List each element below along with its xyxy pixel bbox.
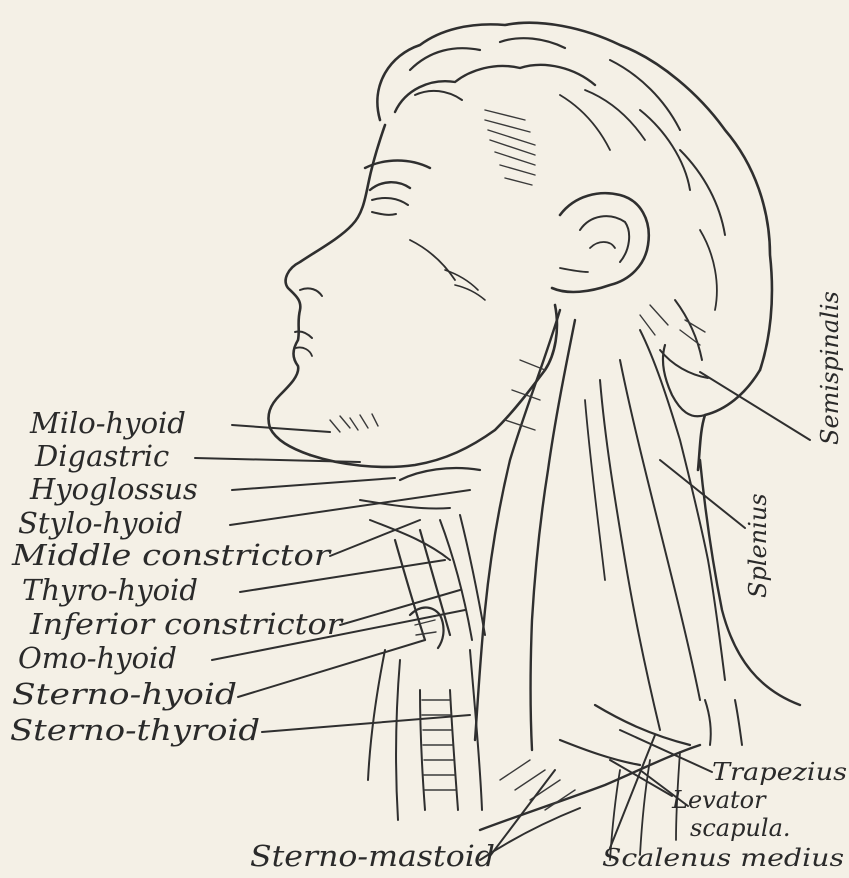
label-trapezius: Trapezius <box>712 758 847 786</box>
leader-hyoglossus <box>232 478 395 490</box>
label-splenius: Splenius <box>744 493 772 598</box>
label-middle-constrictor: Middle constrictor <box>11 538 333 572</box>
label-hyoglossus: Hyoglossus <box>29 472 198 506</box>
label-sterno-mastoid: Sterno-mastoid <box>250 839 495 873</box>
head-drawing <box>268 23 800 860</box>
label-scapula: scapula. <box>690 814 791 842</box>
label-omo-hyoid: Omo-hyoid <box>18 641 177 675</box>
leader-milo-hyoid <box>232 425 330 432</box>
leader-splenius <box>660 460 745 528</box>
label-milo-hyoid: Milo-hyoid <box>29 406 186 440</box>
leader-semispinalis <box>700 372 810 440</box>
leader-middle-constrictor <box>330 520 420 556</box>
label-levator: Levator <box>671 786 767 814</box>
label-scalenus-medius: Scalenus medius <box>602 844 844 872</box>
muscle-labels: Milo-hyoid Digastric Hyoglossus Stylo-hy… <box>10 291 847 873</box>
leader-digastric <box>195 458 360 462</box>
label-thyro-hyoid: Thyro-hyoid <box>22 573 198 607</box>
leader-sterno-mastoid <box>490 770 555 856</box>
label-inferior-constrictor: Inferior constrictor <box>29 607 344 641</box>
label-semispinalis: Semispinalis <box>816 291 844 445</box>
label-digastric: Digastric <box>34 439 169 473</box>
leader-trapezius <box>620 730 712 772</box>
label-sterno-hyoid: Sterno-hyoid <box>12 677 237 711</box>
label-sterno-thyroid: Sterno-thyroid <box>10 713 260 747</box>
label-stylo-hyoid: Stylo-hyoid <box>18 506 183 540</box>
